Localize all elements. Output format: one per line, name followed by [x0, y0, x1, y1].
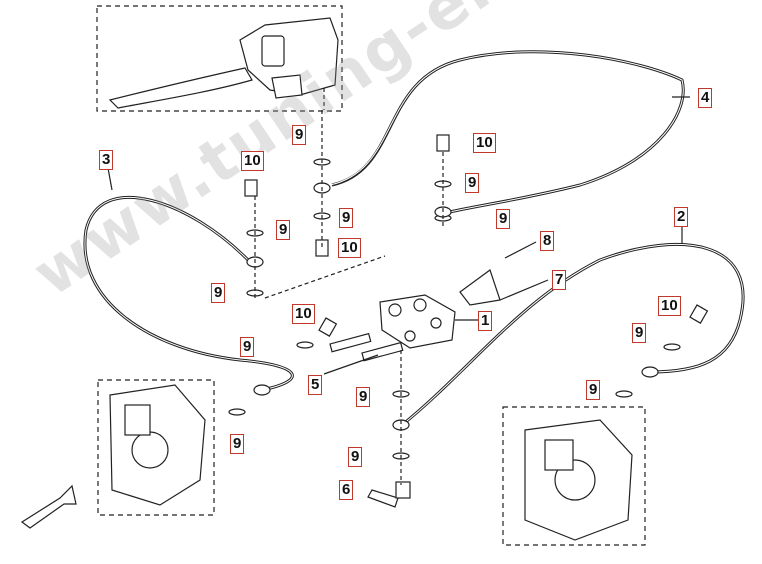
hollow-bolt-b: [436, 134, 450, 152]
callout-9: 9: [211, 283, 226, 303]
front-brake-caliper: [109, 384, 206, 506]
hollow-bolt-c: [315, 239, 329, 257]
hollow-bolt-e: [318, 317, 338, 337]
washer: [392, 390, 410, 398]
master-cylinder-group-box: [96, 5, 343, 112]
callout-9: 9: [586, 380, 601, 400]
washer: [663, 343, 681, 351]
callout-9: 9: [230, 434, 245, 454]
callout-6: 6: [339, 480, 354, 500]
rear-caliper-group-box: [502, 406, 646, 546]
hollow-bolt-a: [244, 179, 258, 197]
rear-brake-caliper: [524, 419, 633, 541]
brake-line-4: [331, 50, 685, 214]
callout-9: 9: [240, 337, 255, 357]
washer: [296, 341, 314, 349]
callout-3: 3: [99, 150, 114, 170]
callout-4: 4: [698, 88, 713, 108]
callout-8: 8: [540, 231, 555, 251]
callout-9: 9: [356, 387, 371, 407]
callout-9: 9: [339, 208, 354, 228]
callout-9: 9: [465, 173, 480, 193]
callout-7: 7: [552, 270, 567, 290]
bleeder-valve: [367, 489, 399, 508]
callout-1: 1: [478, 311, 493, 331]
hollow-bolt-d: [689, 304, 709, 324]
callout-10: 10: [658, 296, 681, 316]
callout-10: 10: [473, 133, 496, 153]
direction-arrow-icon: [20, 484, 77, 529]
callout-5: 5: [308, 375, 323, 395]
front-caliper-group-box: [97, 379, 215, 516]
callout-9: 9: [632, 323, 647, 343]
callout-10: 10: [241, 151, 264, 171]
washer: [615, 390, 633, 398]
callout-10: 10: [338, 238, 361, 258]
bolt-5a: [329, 332, 372, 353]
bolt-5b: [361, 341, 404, 362]
callout-9: 9: [276, 220, 291, 240]
brake-line-3: [83, 195, 294, 392]
washer: [228, 408, 246, 416]
callout-10: 10: [292, 304, 315, 324]
callout-9: 9: [292, 125, 307, 145]
distributor-body: [379, 294, 456, 349]
callout-9: 9: [496, 209, 511, 229]
callout-2: 2: [674, 207, 689, 227]
washer: [246, 229, 264, 237]
callout-9: 9: [348, 447, 363, 467]
bracket: [459, 269, 501, 306]
master-cylinder-lever: [108, 17, 339, 110]
